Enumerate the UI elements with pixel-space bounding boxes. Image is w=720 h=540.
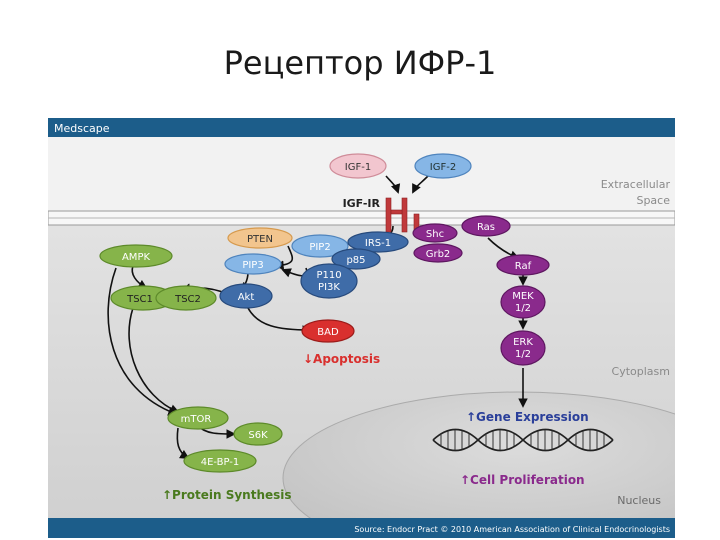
ras-label: Ras [477, 222, 495, 233]
arrow-tsc-mtor [128, 307, 180, 414]
node-p110-pi3k [300, 263, 358, 299]
pip2-label: PIP2 [309, 242, 330, 253]
source-text: Source: Endocr Pract © 2010 American Ass… [354, 525, 670, 534]
outcome-cell-proliferation: ↑Cell Proliferation [460, 473, 585, 487]
ampk-label: AMPK [122, 252, 150, 263]
node-4ebp1 [183, 449, 257, 473]
pi3k-label: PI3K [318, 282, 340, 293]
node-pten [227, 227, 293, 249]
node-s6k [233, 422, 283, 446]
node-pip3 [224, 253, 282, 275]
source-bar [48, 518, 675, 538]
igf1r-label: IGF-IR [343, 197, 381, 210]
outcome-apoptosis: ↓Apoptosis [303, 352, 380, 366]
node-akt [219, 283, 273, 309]
node-p85 [331, 248, 381, 270]
node-pip2 [291, 234, 349, 258]
header-bar [48, 118, 675, 137]
s6k-label: S6K [248, 430, 268, 441]
p85-label: p85 [346, 255, 365, 266]
extracellular-label: Extracellular [601, 178, 671, 191]
node-tsc2 [155, 285, 217, 311]
slide-title: Рецептор ИФР-1 [223, 44, 497, 82]
outcome-protein-synthesis: ↑Protein Synthesis [162, 488, 292, 502]
igf1-label: IGF-1 [345, 162, 371, 173]
arrow-mtor-4ebp1 [176, 427, 190, 459]
mek-label: MEK [512, 291, 534, 302]
node-igf2 [414, 153, 472, 179]
mtor-label: mTOR [181, 414, 212, 425]
tsc1-label: TSC1 [126, 294, 153, 305]
pip3-label: PIP3 [242, 260, 263, 271]
node-ampk [99, 244, 173, 268]
arrow-igf2-receptor [412, 175, 429, 194]
node-bad [301, 319, 355, 343]
node-igf1 [329, 153, 387, 179]
nucleus-label: Nucleus [617, 494, 661, 507]
akt-label: Akt [238, 292, 255, 303]
node-mtor [167, 406, 229, 430]
dna-helix-icon [432, 428, 614, 452]
space-label: Space [636, 194, 670, 207]
node-erk [500, 330, 546, 366]
node-ras [461, 215, 511, 237]
cytoplasm-label: Cytoplasm [612, 365, 670, 378]
node-shc [412, 223, 458, 243]
node-irs1 [347, 231, 409, 253]
arrow-akt-bad [247, 307, 312, 335]
arrow-igf1-receptor [385, 175, 401, 194]
tsc2-label: TSC2 [174, 294, 201, 305]
outcome-gene-expression: ↑Gene Expression [466, 410, 589, 424]
raf-label: Raf [515, 261, 532, 272]
node-grb2 [413, 243, 463, 263]
irs1-label: IRS-1 [365, 238, 391, 249]
medscape-brand: Medscape [54, 122, 110, 135]
erk-sub-label: 1/2 [515, 349, 531, 360]
node-mek [500, 285, 546, 319]
pathway-figure: Medscape Extracellular Space Nucleus Cyt… [48, 118, 675, 538]
grb2-label: Grb2 [426, 249, 451, 260]
arrow-ampk-mtor [107, 267, 178, 416]
igf2-label: IGF-2 [430, 162, 456, 173]
shc-label: Shc [426, 229, 444, 240]
4ebp1-label: 4E-BP-1 [201, 457, 240, 468]
erk-label: ERK [513, 337, 533, 348]
p110-label: P110 [316, 270, 341, 281]
pten-label: PTEN [247, 234, 273, 245]
bad-label: BAD [317, 327, 339, 338]
node-raf [496, 254, 550, 276]
nucleus [282, 391, 675, 538]
mek-sub-label: 1/2 [515, 303, 531, 314]
